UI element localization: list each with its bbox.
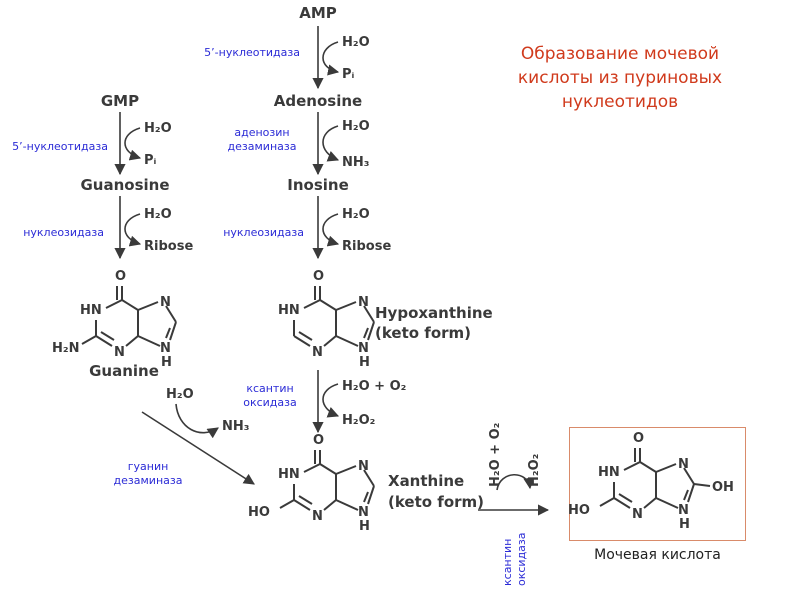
- curved-arrow-adenosine: [322, 125, 340, 162]
- curved-arrow-xanthine: [496, 474, 535, 491]
- compound-hypoxanthine: Hypoxanthine: [375, 304, 493, 322]
- curved-arrow-guanine: [175, 403, 219, 439]
- atom-n: N: [160, 341, 171, 356]
- enzyme-5-nucleotidase-gmp: 5’-нуклеотидаза: [12, 140, 108, 153]
- diagram-title: Образование мочевой кислоты из пуриновых…: [480, 42, 760, 114]
- enzyme-nucleosidase-inosine: нуклеозидаза: [223, 226, 304, 239]
- atom-o: O: [313, 433, 324, 448]
- atom-h: H: [161, 355, 172, 370]
- reagent-h2o-amp: H₂O: [342, 35, 370, 50]
- atom-ho: HO: [568, 503, 590, 518]
- reagent-pi-gmp: Pᵢ: [144, 153, 157, 168]
- reagent-ribose-inosine: Ribose: [342, 239, 391, 254]
- enzyme-adenosine-deaminase-1: аденозин: [234, 126, 289, 139]
- compound-amp: AMP: [299, 4, 337, 22]
- compound-guanine: Guanine: [89, 362, 159, 380]
- title-line-3: нуклеотидов: [561, 92, 679, 112]
- atom-ho: HO: [248, 505, 270, 520]
- arrow-guanine-xanthine: [141, 411, 255, 485]
- atom-o: O: [633, 431, 644, 446]
- curved-arrow-hypoxanthine: [322, 383, 340, 418]
- atom-hn: HN: [278, 303, 300, 318]
- reagent-h2o-o2-xanthine: H₂O + O₂: [488, 423, 503, 487]
- enzyme-xanthine-oxidase-2b: оксидаза: [515, 532, 528, 586]
- curved-arrow-gmp: [124, 127, 142, 161]
- title-line-1: Образование мочевой: [520, 44, 720, 64]
- reagent-h2o-gmp: H₂O: [144, 121, 172, 136]
- curved-arrow-inosine: [322, 213, 340, 247]
- enzyme-adenosine-deaminase-2: дезаминаза: [228, 140, 297, 153]
- atom-hn: HN: [278, 467, 300, 482]
- reagent-pi-amp: Pᵢ: [342, 67, 355, 82]
- atom-n: N: [358, 505, 369, 520]
- title-line-2: кислоты из пуриновых: [517, 68, 723, 88]
- atom-o: O: [115, 269, 126, 284]
- atom-n: N: [358, 459, 369, 474]
- reagent-nh3-guanine: NH₃: [222, 419, 249, 434]
- atom-oh: OH: [712, 480, 734, 495]
- reagent-h2o2-xanthine: H₂O₂: [527, 454, 542, 487]
- curved-arrow-amp: [322, 41, 340, 76]
- enzyme-xanthine-oxidase-1a: ксантин: [246, 382, 293, 395]
- atom-n: N: [312, 345, 323, 360]
- atom-hn: HN: [80, 303, 102, 318]
- atom-o: O: [313, 269, 324, 284]
- reagent-h2o2-hypoxanthine: H₂O₂: [342, 413, 375, 428]
- compound-gmp: GMP: [101, 92, 139, 110]
- atom-n: N: [358, 341, 369, 356]
- reagent-h2o-guanosine: H₂O: [144, 207, 172, 222]
- compound-adenosine: Adenosine: [274, 92, 362, 110]
- atom-n: N: [678, 457, 689, 472]
- enzyme-guanine-deaminase-2: дезаминаза: [114, 474, 183, 487]
- xanthine-structure: O HN N HO N N H: [248, 433, 375, 534]
- atom-n: N: [114, 345, 125, 360]
- reagent-h2o-inosine: H₂O: [342, 207, 370, 222]
- atom-hn: HN: [598, 465, 620, 480]
- compound-hypoxanthine-form: (keto form): [375, 324, 471, 342]
- reagent-h2o-adenosine: H₂O: [342, 119, 370, 134]
- compound-guanosine: Guanosine: [80, 176, 169, 194]
- uric-acid-structure: O HN N HO N N H OH: [568, 431, 734, 532]
- atom-n: N: [160, 295, 171, 310]
- atom-n: N: [312, 509, 323, 524]
- enzyme-5-nucleotidase-amp: 5’-нуклеотидаза: [204, 46, 300, 59]
- compound-inosine: Inosine: [287, 176, 349, 194]
- atom-h: H: [359, 519, 370, 534]
- curved-arrow-guanosine: [124, 213, 142, 247]
- uric-acid-caption: Мочевая кислота: [594, 547, 721, 563]
- uric-acid-box: [569, 427, 746, 541]
- reagent-nh3-adenosine: NH₃: [342, 155, 369, 170]
- enzyme-guanine-deaminase-1: гуанин: [128, 460, 169, 473]
- enzyme-xanthine-oxidase-2a: ксантин: [501, 539, 514, 586]
- compound-xanthine: Xanthine: [388, 472, 464, 490]
- reagent-ribose-guanosine: Ribose: [144, 239, 193, 254]
- atom-n: N: [678, 503, 689, 518]
- hypoxanthine-structure: O HN N N N H: [278, 269, 375, 370]
- atom-h2n: H₂N: [52, 341, 79, 356]
- guanine-structure: O HN N H₂N N N H: [52, 269, 177, 370]
- reaction-arrows: [114, 26, 550, 516]
- enzyme-nucleosidase-guanosine: нуклеозидаза: [23, 226, 104, 239]
- atom-h: H: [359, 355, 370, 370]
- reagent-h2o-o2-hypoxanthine: H₂O + O₂: [342, 379, 406, 394]
- atom-n: N: [632, 507, 643, 522]
- reagent-h2o-guanine: H₂O: [166, 387, 194, 402]
- enzyme-xanthine-oxidase-1b: оксидаза: [243, 396, 297, 409]
- atom-n: N: [358, 295, 369, 310]
- atom-h: H: [679, 517, 690, 532]
- compound-xanthine-form: (keto form): [388, 493, 484, 511]
